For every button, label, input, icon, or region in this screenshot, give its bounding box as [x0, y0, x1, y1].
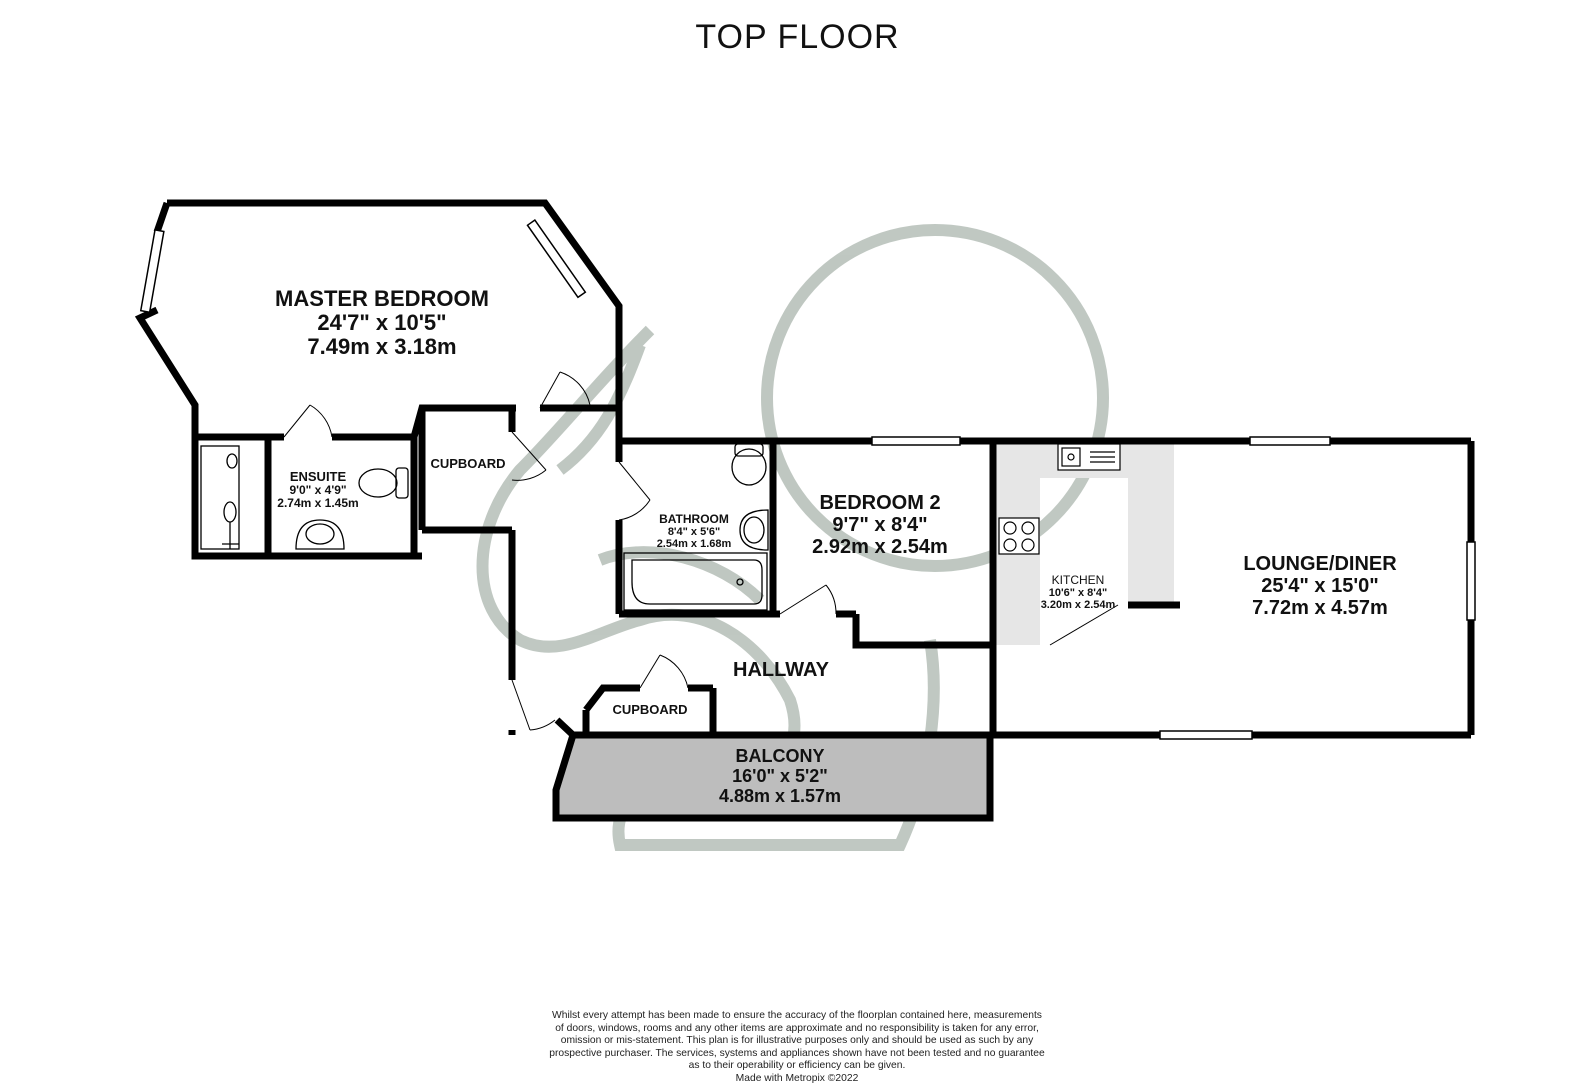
room-size-metric: 2.74m x 1.45m: [277, 496, 359, 511]
room-label-lounge-diner: LOUNGE/DINER 25'4" x 15'0" 7.72m x 4.57m: [1243, 553, 1396, 619]
basin-icon: [295, 519, 345, 550]
hob-icon: [998, 517, 1040, 555]
window-icon: [139, 219, 1476, 740]
room-size-imperial: 8'4" x 5'6": [667, 526, 721, 539]
walls: [134, 199, 1475, 822]
room-name: CUPBOARD: [430, 456, 506, 471]
room-name: CUPBOARD: [612, 702, 688, 717]
room-name: BEDROOM 2: [819, 492, 941, 514]
shower-icon: [200, 445, 240, 550]
room-name: MASTER BEDROOM: [275, 286, 489, 311]
bath-icon: [623, 552, 768, 611]
basin-icon: [739, 509, 769, 551]
floor-title: TOP FLOOR: [695, 18, 900, 56]
disclaimer-credit: Made with Metropix ©2022: [735, 1072, 859, 1084]
room-label-kitchen: KITCHEN 10'6" x 8'4" 3.20m x 2.54m: [1040, 573, 1116, 612]
room-size-metric: 7.72m x 4.57m: [1252, 597, 1388, 619]
disclaimer-line: omission or mis-statement. This plan is …: [560, 1035, 1034, 1047]
toilet-icon: [358, 467, 409, 499]
room-name: LOUNGE/DINER: [1243, 553, 1397, 575]
disclaimer-line: as to their operability or efficiency ca…: [688, 1060, 906, 1072]
room-size-imperial: 16'0" x 5'2": [732, 765, 828, 786]
room-size-metric: 7.49m x 3.18m: [307, 334, 457, 360]
sink-icon: [1057, 443, 1121, 471]
room-size-imperial: 24'7" x 10'5": [317, 310, 447, 336]
room-size-metric: 2.92m x 2.54m: [812, 536, 948, 558]
room-name: BATHROOM: [659, 512, 729, 526]
room-size-metric: 2.54m x 1.68m: [656, 538, 732, 551]
room-size-metric: 3.20m x 2.54m: [1040, 599, 1116, 612]
disclaimer-line: prospective purchaser. The services, sys…: [549, 1047, 1045, 1059]
room-label-cupboard-lower: CUPBOARD: [612, 702, 688, 717]
disclaimer-line: Whilst every attempt has been made to en…: [552, 1010, 1042, 1021]
room-label-hallway: HALLWAY: [733, 659, 829, 681]
room-label-bedroom-2: BEDROOM 2 9'7" x 8'4" 2.92m x 2.54m: [812, 492, 948, 558]
door-swing-icon: [283, 371, 1119, 731]
room-label-cupboard-upper: CUPBOARD: [430, 456, 506, 471]
disclaimer-text: Whilst every attempt has been made to en…: [497, 1010, 1097, 1086]
room-size-imperial: 9'7" x 8'4": [832, 514, 928, 536]
room-name: KITCHEN: [1051, 573, 1105, 587]
kitchen-counter: [996, 441, 1174, 645]
watermark-logo-icon: [476, 224, 1109, 851]
room-name: BALCONY: [735, 746, 825, 766]
room-size-metric: 4.88m x 1.57m: [718, 785, 842, 806]
room-size-imperial: 10'6" x 8'4": [1048, 587, 1108, 600]
room-label-ensuite: ENSUITE 9'0" x 4'9" 2.74m x 1.45m: [277, 469, 359, 511]
room-size-imperial: 9'0" x 4'9": [289, 483, 347, 498]
toilet-icon: [731, 443, 767, 486]
disclaimer-line: of doors, windows, rooms and any other i…: [555, 1022, 1039, 1034]
room-size-imperial: 25'4" x 15'0": [1261, 575, 1379, 597]
balcony-area: [556, 735, 990, 818]
room-label-bathroom: BATHROOM 8'4" x 5'6" 2.54m x 1.68m: [656, 512, 732, 551]
room-label-balcony: BALCONY 16'0" x 5'2" 4.88m x 1.57m: [718, 746, 842, 806]
room-name: HALLWAY: [733, 659, 829, 681]
room-name: ENSUITE: [289, 469, 347, 484]
room-label-master-bedroom: MASTER BEDROOM 24'7" x 10'5" 7.49m x 3.1…: [275, 286, 489, 360]
